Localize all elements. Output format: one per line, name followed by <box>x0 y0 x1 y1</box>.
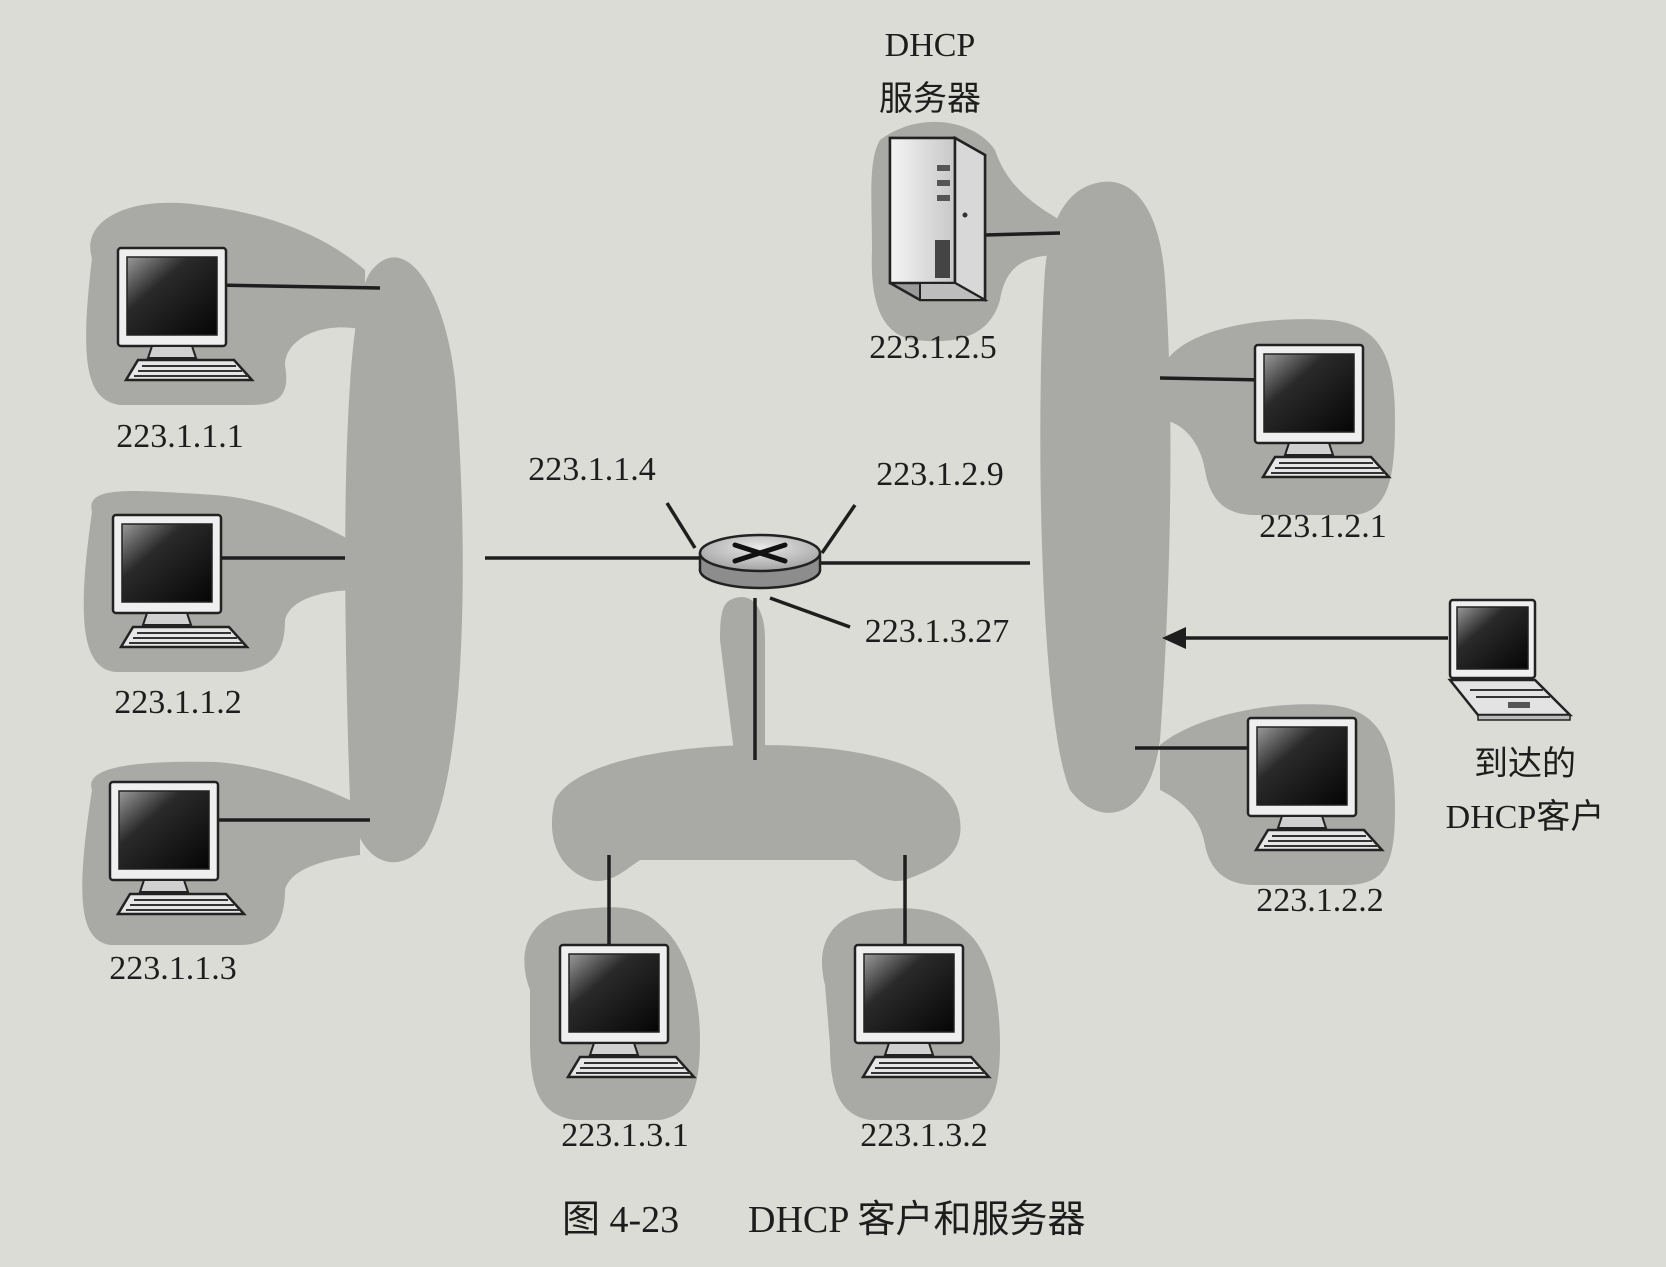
figure-caption: DHCP 客户和服务器 <box>748 1199 1085 1241</box>
figure-number: 图 4-23 <box>562 1199 679 1241</box>
host-ip-label: 223.1.2.1 <box>1259 508 1387 545</box>
router-interface-label: 223.1.3.27 <box>865 613 1010 650</box>
host-ip-label: 223.1.1.1 <box>116 418 244 455</box>
label-leader-lines <box>665 502 857 629</box>
server-title: DHCP <box>885 27 976 64</box>
host-ip-label: 223.1.1.2 <box>114 684 242 721</box>
arrival-arrow <box>1162 627 1448 649</box>
connection-lines <box>210 231 1266 948</box>
host-ip-label: 223.1.2.2 <box>1256 882 1384 919</box>
arriving-client-label: 到达的 <box>1474 745 1576 783</box>
server-subtitle: 服务器 <box>879 80 981 118</box>
server-ip-label: 223.1.2.5 <box>869 329 997 366</box>
router-interface-label: 223.1.1.4 <box>528 451 656 488</box>
host-ip-label: 223.1.1.3 <box>109 950 237 987</box>
laptop-icon <box>1447 598 1574 721</box>
server-tower-icon <box>888 135 989 303</box>
host-ip-label: 223.1.3.2 <box>860 1117 988 1154</box>
router-interface-label: 223.1.2.9 <box>876 456 1004 493</box>
host-ip-label: 223.1.3.1 <box>561 1117 689 1154</box>
arriving-client-label: DHCP客户 <box>1446 798 1605 836</box>
router-icon <box>698 533 822 590</box>
